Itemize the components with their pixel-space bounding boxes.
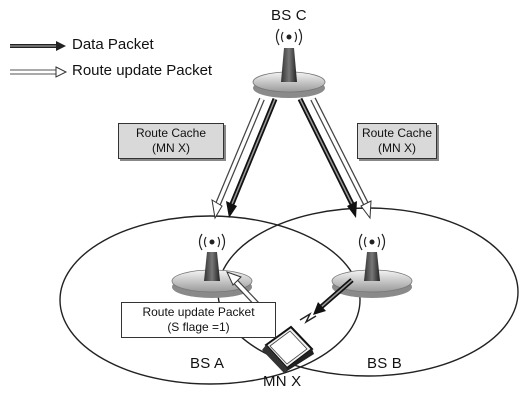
- route-cache-left-box: Route Cache (MN X): [118, 123, 224, 159]
- route-cache-right-line2: (MN X): [378, 141, 416, 155]
- mn-x-label: MN X: [263, 373, 302, 390]
- route-update-packet-box: Route update Packet (S flage =1): [121, 302, 276, 338]
- legend-route-update-arrow: [10, 66, 68, 78]
- coverage-area-bs-a: [59, 215, 361, 385]
- legend-data-packet-arrow: [10, 41, 66, 51]
- data-packet-arrow-to-mn: [313, 278, 354, 315]
- mobile-node-laptop-icon: [262, 325, 314, 373]
- link-bs-c-to-bs-b: [297, 97, 372, 220]
- route-update-box-line2: (S flage =1): [167, 320, 230, 334]
- route-update-box-line1: Route update Packet: [142, 305, 255, 319]
- bs-c-label: BS C: [271, 7, 307, 24]
- wireless-signal-icon: [299, 312, 317, 324]
- base-station-c-icon: [252, 28, 326, 98]
- base-station-b-icon: [331, 233, 413, 298]
- legend-data-packet-label: Data Packet: [72, 36, 154, 53]
- route-cache-left-line1: Route Cache: [135, 126, 207, 140]
- route-cache-right-box: Route Cache (MN X): [357, 123, 437, 159]
- bs-a-label: BS A: [190, 355, 225, 372]
- legend-route-update-label: Route update Packet: [72, 62, 213, 79]
- link-bs-c-to-bs-a: [211, 97, 278, 220]
- route-cache-right-line1: Route Cache: [361, 126, 433, 140]
- route-cache-left-line2: (MN X): [152, 141, 190, 155]
- bs-b-label: BS B: [367, 355, 402, 372]
